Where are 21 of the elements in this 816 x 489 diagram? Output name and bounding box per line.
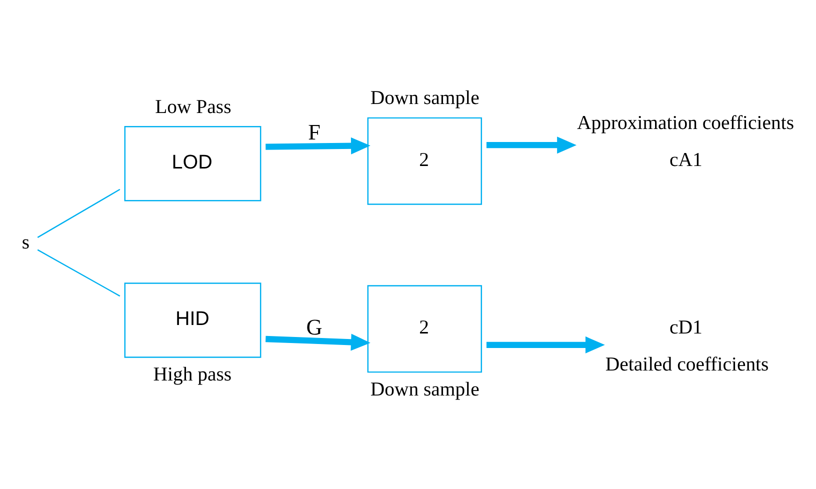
node-text: s [22, 230, 30, 253]
edge-label: G [306, 314, 322, 339]
arrow [266, 333, 370, 350]
node-label: Approximation coefficients [577, 111, 794, 134]
node-label: Low Pass [155, 95, 232, 118]
node-text: cA1 [670, 148, 702, 170]
arrow [266, 136, 370, 154]
node-label: Down sample [370, 86, 480, 109]
node-text: cD1 [670, 316, 702, 338]
node-box: HID [124, 282, 262, 358]
arrow [486, 336, 605, 353]
node-box: 2 [367, 116, 482, 204]
node-label: Detailed coefficients [605, 353, 769, 376]
connector [37, 188, 120, 238]
node-label: High pass [153, 362, 232, 385]
node-box: 2 [367, 284, 482, 372]
node-box: LOD [124, 125, 262, 201]
arrow [486, 136, 576, 154]
edge-label: F [308, 118, 320, 144]
connector [37, 248, 120, 296]
node-label: Down sample [370, 378, 480, 400]
